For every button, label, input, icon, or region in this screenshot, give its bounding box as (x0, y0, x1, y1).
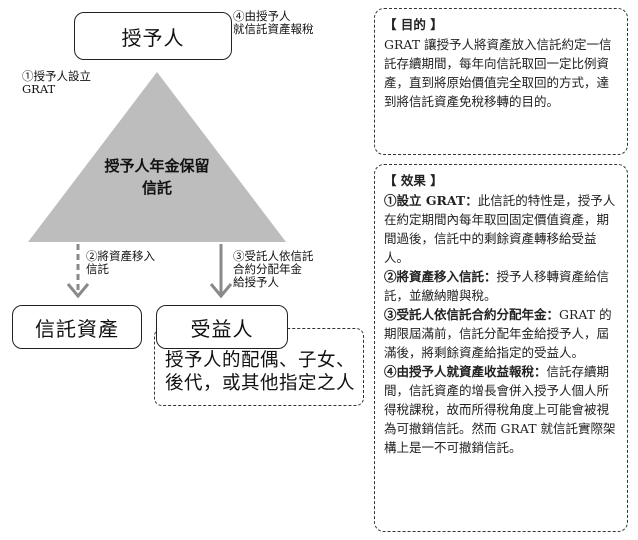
step2-note: ②將資產移入 信託 (86, 249, 155, 276)
grantor-box: 授予人 (74, 12, 232, 60)
effect-item-head: ④由授予人就資產收益報稅： (384, 364, 547, 379)
effect-title: 【 效果 】 (384, 173, 443, 188)
effect-item: ③受託人依信託合約分配年金：GRAT 的期限屆滿前，信託分配年金給授予人，屆滿後… (384, 305, 618, 362)
trust-assets-label: 信託資產 (35, 316, 119, 341)
beneficiary-box: 受益人 (156, 305, 288, 349)
trust-label: 授予人年金保留 信託 (104, 157, 210, 197)
effect-item-head: ①設立 GRAT： (384, 193, 478, 208)
effect-panel: 【 效果 】 ①設立 GRAT：此信託的特性是，授予人在約定期間內每年取回固定價… (374, 164, 628, 532)
step3-note: ③受託人依信託 合約分配年金 給授予人 (233, 249, 314, 289)
beneficiary-description: 授予人的配偶、子女、 後代，或其他指定之人 (154, 328, 364, 406)
step4-note: ④由授予人 就信託資產報稅 (233, 9, 314, 36)
effect-item-text: 授予人移轉資產給信託，並繳納贈與稅。 (384, 269, 610, 303)
effect-item-text: 信託存續期間，信託資產的增長會併入授予人個人所得稅課稅，故而所得稅角度上可能會被… (384, 364, 616, 455)
diagram-canvas (28, 72, 286, 299)
effect-item-head: ③受託人依信託合約分配年金： (384, 307, 560, 322)
effect-item-text: 此信託的特性是，授予人在約定期間內每年取回固定價值資產，期間過後，信託中的剩餘資… (384, 193, 616, 265)
step1-note: ①授予人設立 GRAT (22, 69, 91, 96)
effect-item-head: ②將資產移入信託： (384, 269, 497, 284)
grantor-label: 授予人 (121, 25, 185, 50)
effect-item-text: GRAT 的期限屆滿前，信託分配年金給授予人，屆滿後，將剩餘資產給指定的受益人。 (384, 307, 612, 360)
purpose-title: 【 目的 】 (384, 17, 443, 32)
transfer-arrow-head (66, 283, 90, 299)
effect-item: ①設立 GRAT：此信託的特性是，授予人在約定期間內每年取回固定價值資產，期間過… (384, 191, 618, 267)
distribution-arrow-head (209, 283, 233, 299)
beneficiary-label: 受益人 (190, 316, 254, 341)
effect-item: ②將資產移入信託：授予人移轉資產給信託，並繳納贈與稅。 (384, 267, 618, 305)
purpose-panel: 【 目的 】 GRAT 讓授予人將資產放入信託約定一信託存續期間，每年向信託取回… (374, 8, 628, 155)
trust-triangle (28, 72, 286, 242)
purpose-body: GRAT 讓授予人將資產放入信託約定一信託存續期間，每年向信託取回一定比例資產，… (384, 37, 612, 109)
effect-item: ④由授予人就資產收益報稅：信託存續期間，信託資產的增長會併入授予人個人所得稅課稅… (384, 362, 618, 457)
trust-assets-box: 信託資產 (12, 305, 142, 349)
